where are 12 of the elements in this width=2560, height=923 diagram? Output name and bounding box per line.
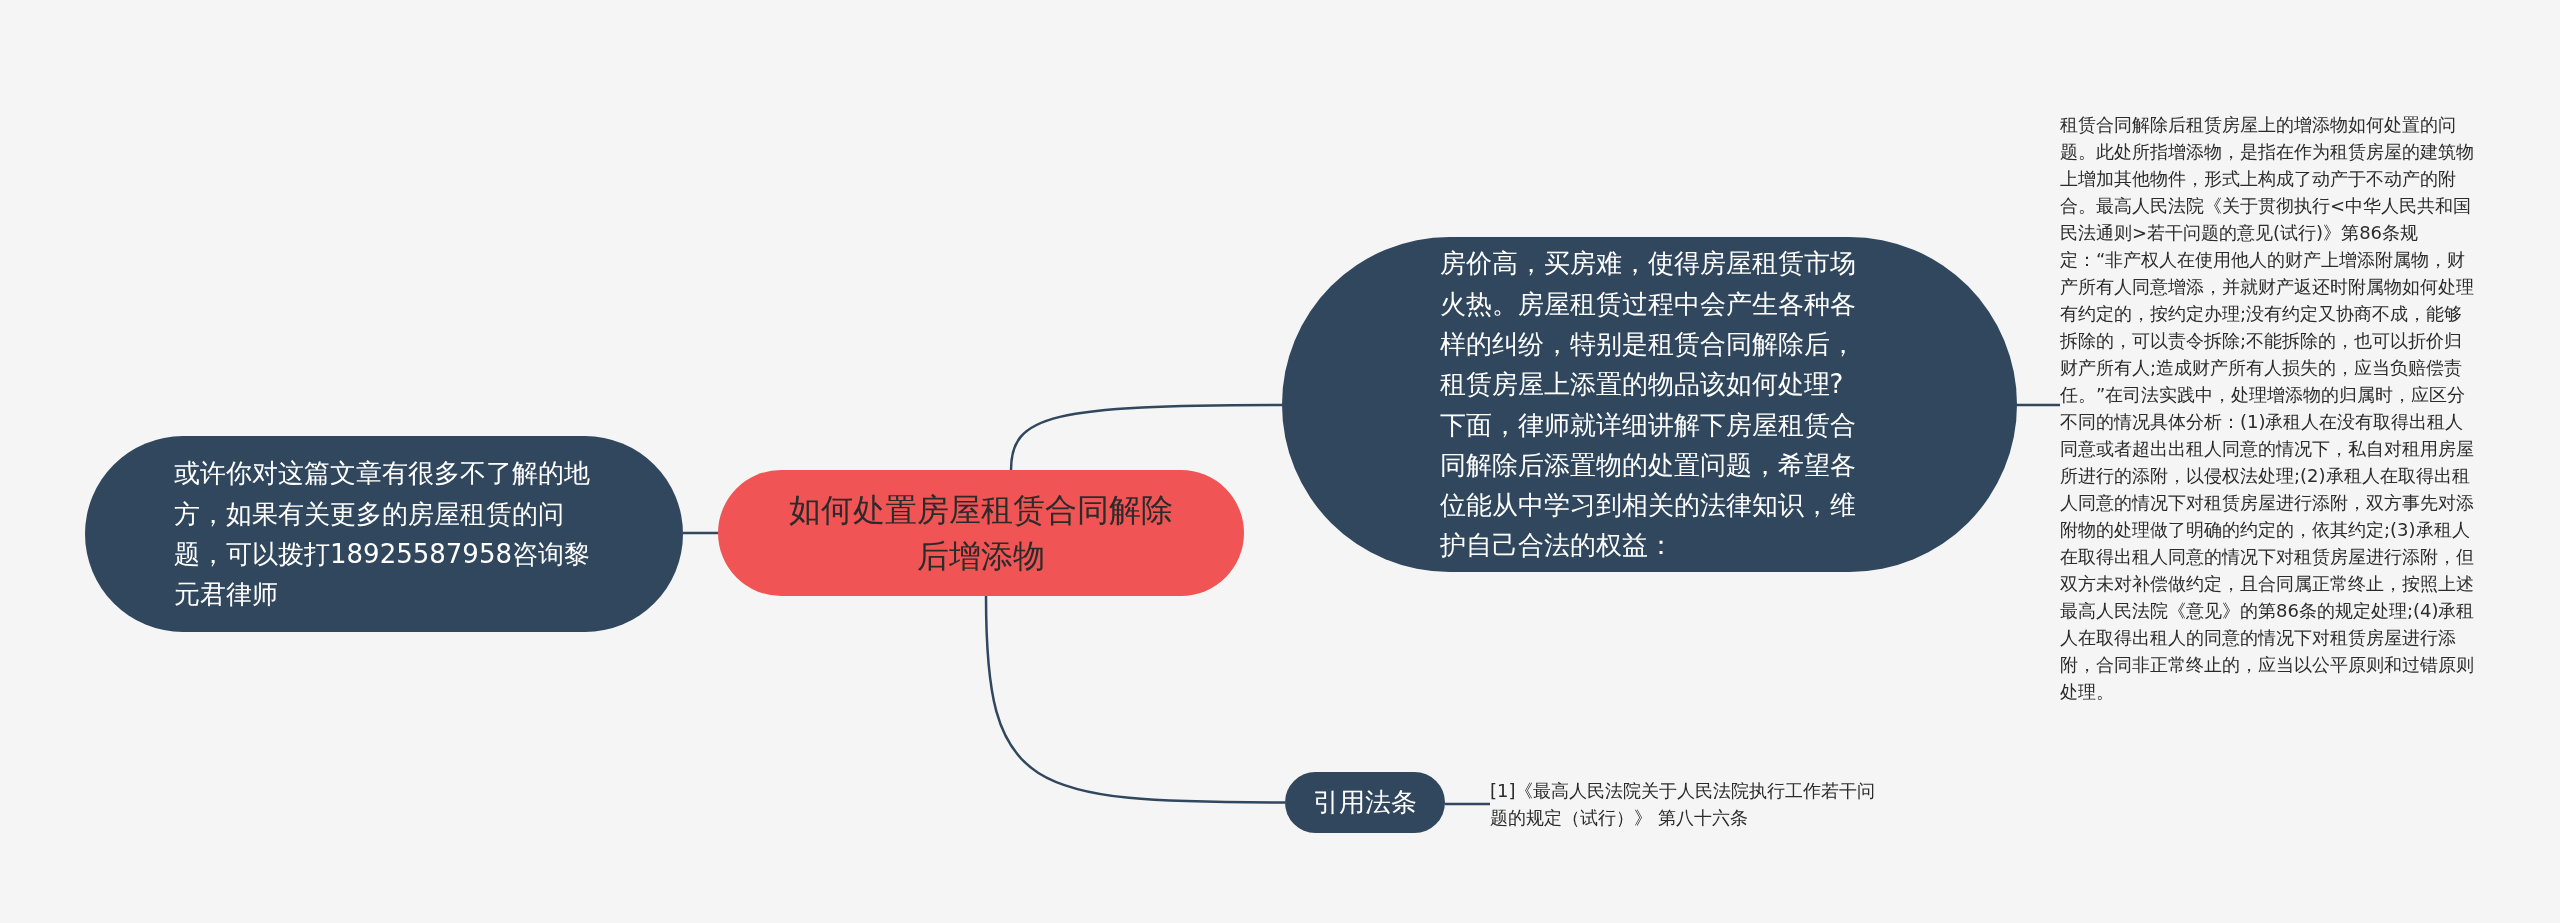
topic-title: 如何处置房屋租赁合同解除后增添物 <box>788 489 1174 577</box>
topic-text: 或许你对这篇文章有很多不了解的地方，如果有关更多的房屋租赁的问题，可以拨打18925587958咨询黎元君律师 <box>174 457 591 612</box>
topic-pill <box>1285 772 1445 833</box>
topic-text: 引用法条 <box>1313 786 1417 820</box>
topic-text: 房价高，买房难，使得房屋租赁市场火热。房屋租赁过程中会产生各种各样的纠纷，特别是租赁合同解除后，租赁房屋上添置的物品该如何处理?下面，律师就详细讲解下房屋租赁合同解除后添置物的处置问题，希望各位能从中学习到相关的法律知识，维护自己合法的权益： <box>1439 247 1857 563</box>
connector-line <box>1009 403 1282 471</box>
note-text: [1]《最高人民法院关于人民法院执行工作若干问题的规定（试行）》 第八十六条 <box>1490 779 1877 830</box>
note-text: 租赁合同解除后租赁房屋上的增添物如何处置的问题。此处所指增添物，是指在作为租赁房屋的建筑物上增加其他物件，形式上构成了动产于不动产的附合。最高人民法院《关于贯彻执行<中华人民共和国民法通则>若干问题的意见(试行)》第86条规定：“非产权人在使用他人的财产上增添附属物，财产所有人同意增添，并就财产返还时附属物如何处理有约定的，按约定办理;没有约定又协商不成，能够拆除的，可以责令拆除;不能拆除的，也可以折价归财产所有人;造成财产所有人损失的，应当负赔偿责任。”在司法实践中，处理增添物的归属时，应区分不同的情况具体分析：(1)承租人在没有取得出租人同意或者超出出租人同意的情况下，私自对租用房屋所进行的添附，以侵权法处理;(2)承租人在取得出租人同意的情况下对租赁房屋进行添附，双方事先对添附物的处理做了明确的约定的，依其约定;(3)承租人在取得出租人同意的情况下对租赁房屋进行添附，但双方未对补偿做约定，且合同属正常终止，按照上述最高人民法院《意见》的第86条的规定处理;(4)承租人在取得出租人的同意的情况下对租赁房屋进行添附，合同非正常终止的，应当以公平原则和过错原则处理。 <box>2060 112 2476 704</box>
connector-line <box>1445 802 1490 806</box>
connector-line <box>683 531 718 535</box>
connector-line <box>2017 403 2060 407</box>
connector-line <box>984 595 1285 804</box>
